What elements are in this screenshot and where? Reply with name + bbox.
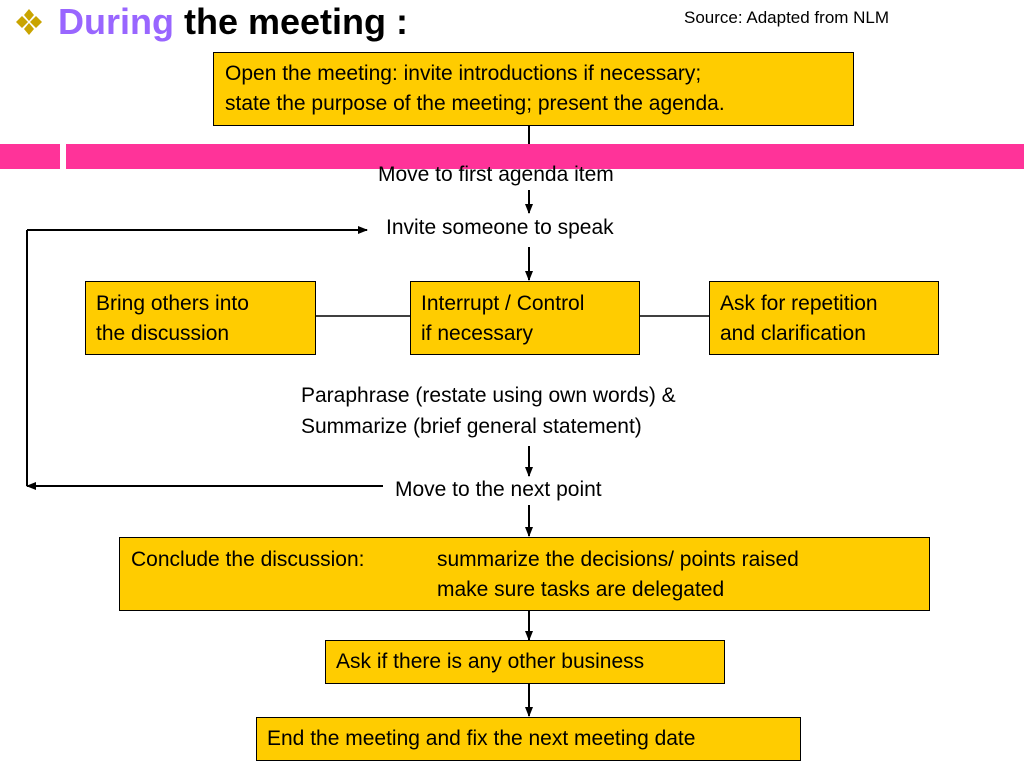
box-open-meeting: Open the meeting: invite introductions i… (213, 52, 854, 126)
open-meeting-line-1: Open the meeting: invite introductions i… (225, 62, 702, 85)
bring-others-line-1: Bring others into (96, 292, 249, 315)
ask-repetition-line-2: and clarification (720, 322, 866, 345)
title-accent-word: During (58, 1, 174, 42)
title-rest: the meeting : (184, 1, 409, 42)
ask-repetition-line-1: Ask for repetition (720, 292, 878, 315)
box-other-business: Ask if there is any other business (325, 640, 725, 684)
step-paraphrase-line-1: Paraphrase (restate using own words) & (301, 384, 676, 407)
conclude-point-1: summarize the decisions/ points raised (437, 548, 799, 571)
accent-bar-main (66, 144, 1024, 169)
box-conclude-discussion: Conclude the discussion: summarize the d… (119, 537, 930, 611)
accent-bar-left (0, 144, 60, 169)
diamond-cluster-bullet-icon (16, 9, 42, 35)
step-invite-speaker: Invite someone to speak (386, 216, 614, 239)
box-bring-others: Bring others into the discussion (85, 281, 316, 355)
step-first-agenda-item: Move to first agenda item (378, 163, 614, 186)
box-end-meeting: End the meeting and fix the next meeting… (256, 717, 801, 761)
interrupt-line-2: if necessary (421, 322, 534, 345)
conclude-label: Conclude the discussion: (131, 548, 365, 571)
step-next-point: Move to the next point (395, 478, 602, 501)
step-paraphrase-line-2: Summarize (brief general statement) (301, 415, 642, 438)
interrupt-line-1: Interrupt / Control (421, 292, 585, 315)
bring-others-line-2: the discussion (96, 322, 230, 345)
box-ask-repetition: Ask for repetition and clarification (709, 281, 939, 355)
source-note: Source: Adapted from NLM (684, 8, 890, 27)
box-interrupt-control: Interrupt / Control if necessary (410, 281, 640, 355)
open-meeting-line-2: state the purpose of the meeting; presen… (225, 92, 725, 115)
conclude-point-2: make sure tasks are delegated (437, 578, 725, 601)
page-title: During the meeting : (14, 0, 408, 44)
